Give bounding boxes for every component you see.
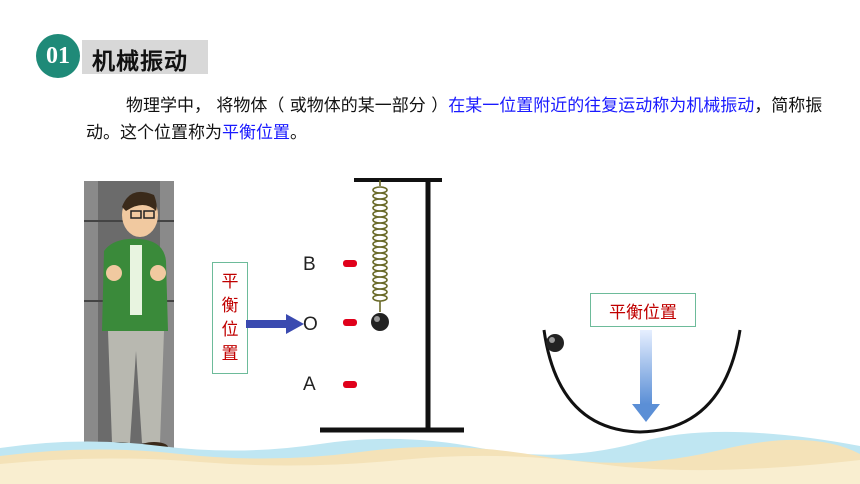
- position-marker-o: [343, 319, 357, 326]
- bowl-diagram: [542, 329, 742, 434]
- equilibrium-label-vertical: 平 衡 位 置: [212, 262, 248, 374]
- section-title: 机械振动: [92, 49, 188, 75]
- position-marker-a: [343, 381, 357, 388]
- vertical-label-char: 置: [221, 344, 239, 364]
- vertical-label-char: 位: [221, 320, 239, 340]
- bowl-ball-icon: [546, 334, 564, 352]
- spring-icon: [372, 180, 388, 312]
- oscillator-ball-icon: [371, 313, 389, 331]
- equilibrium-label-bowl: 平衡位置: [590, 293, 696, 327]
- paragraph-equilibrium-highlight: 平衡位置: [222, 123, 290, 143]
- wave-decoration: [0, 431, 860, 484]
- spring-oscillator-diagram: [320, 178, 464, 433]
- equilibrium-arrow-icon: [640, 330, 652, 404]
- point-label-a: A: [303, 374, 316, 395]
- paragraph-part-1: 物理学中， 将物体（ 或物体的某一部分 ）: [126, 96, 449, 116]
- section-number-badge: 01: [36, 34, 80, 78]
- point-label-o: O: [303, 314, 318, 335]
- point-label-b: B: [303, 254, 316, 275]
- definition-paragraph: 物理学中， 将物体（ 或物体的某一部分 ）在某一位置附近的往复运动称为机械振动，…: [86, 93, 826, 147]
- title-highlight-bar: [82, 40, 208, 74]
- vertical-label-char: 衡: [221, 296, 239, 316]
- vertical-label-char: 平: [221, 272, 239, 292]
- pointer-arrow-icon: [246, 314, 304, 334]
- paragraph-definition-highlight: 在某一位置附近的往复运动称为机械振动: [448, 96, 755, 116]
- paragraph-part-5: 。: [290, 123, 307, 143]
- paragraph-part-3: ，简称振动。这个位置称为: [86, 96, 823, 143]
- position-marker-b: [343, 260, 357, 267]
- teacher-illustration: [84, 181, 174, 455]
